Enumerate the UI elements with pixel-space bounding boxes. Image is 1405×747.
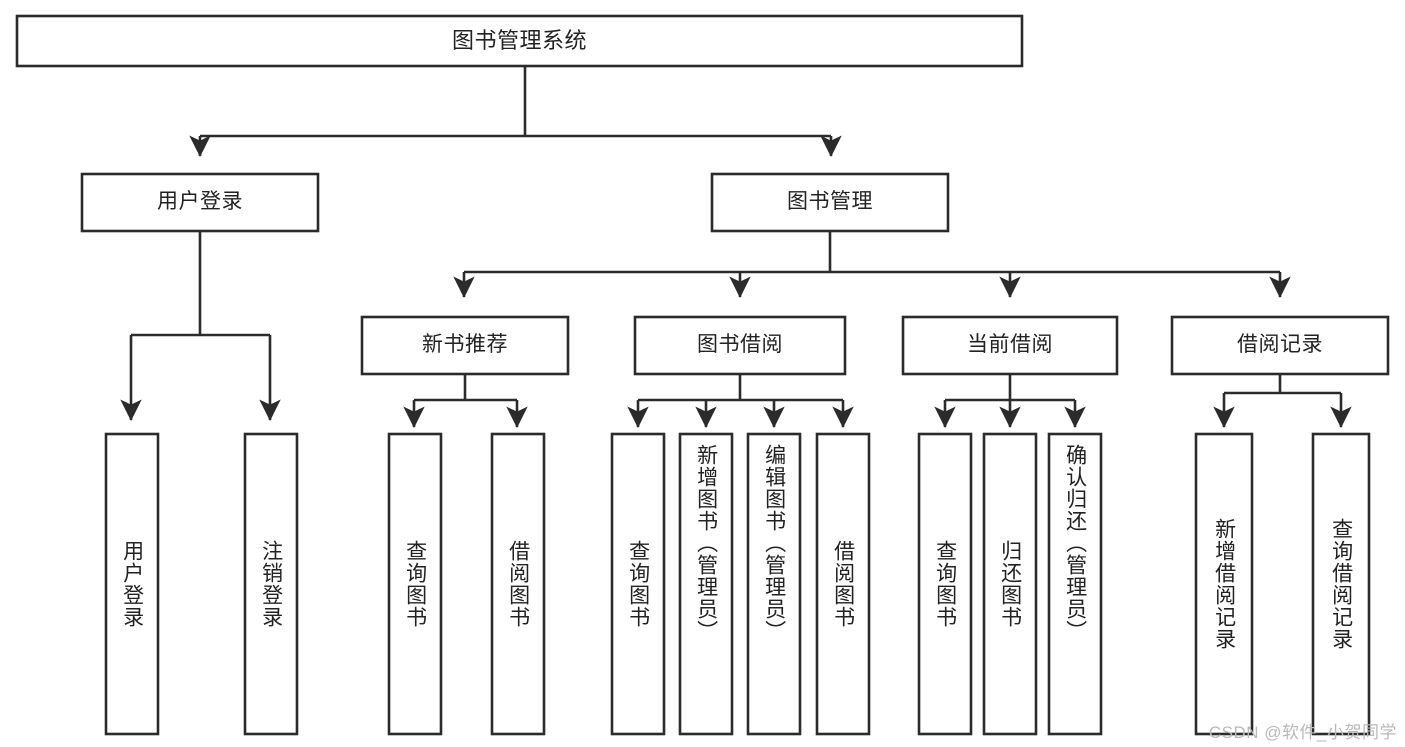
node-borrow-record-box[interactable] xyxy=(1170,315,1390,376)
leaf-box-borrow-book-1[interactable] xyxy=(490,432,546,736)
connector-current-borrow-to-leaves xyxy=(934,374,1086,428)
node-root-box[interactable] xyxy=(15,14,1024,68)
connector-book-management-to-level3 xyxy=(453,231,1291,298)
node-book-management-box[interactable] xyxy=(710,172,950,233)
leaf-box-borrow-book-2[interactable] xyxy=(815,432,871,736)
leaf-box-add-borrow-record[interactable] xyxy=(1194,432,1254,736)
connector-new-book-recommend-to-leaves xyxy=(403,374,528,428)
node-new-book-recommend-box[interactable] xyxy=(360,315,570,376)
csdn-watermark: CSDN @软件_小贺同学 xyxy=(1208,723,1397,742)
leaf-box-query-book-2[interactable] xyxy=(610,432,666,736)
leaf-box-return-book[interactable] xyxy=(982,432,1038,736)
leaf-box-query-book-1[interactable] xyxy=(387,432,443,736)
leaf-box-query-book-3[interactable] xyxy=(917,432,973,736)
leaf-box-logout[interactable] xyxy=(243,432,299,736)
leaf-box-confirm-return-admin[interactable] xyxy=(1047,432,1103,736)
connector-book-borrow-to-leaves xyxy=(627,374,854,428)
connector-borrow-record-to-leaves xyxy=(1213,374,1352,428)
node-user-login-box[interactable] xyxy=(80,172,320,233)
connector-user-login-to-leaves xyxy=(120,231,281,421)
leaf-box-add-book-admin[interactable] xyxy=(678,432,734,736)
leaf-box-user-login[interactable] xyxy=(104,432,160,736)
leaf-box-query-borrow-record[interactable] xyxy=(1311,432,1371,736)
node-book-borrow-box[interactable] xyxy=(633,315,847,376)
node-current-borrow-box[interactable] xyxy=(901,315,1119,376)
leaf-box-edit-book-admin[interactable] xyxy=(746,432,802,736)
connector-root-to-level2 xyxy=(189,66,842,157)
